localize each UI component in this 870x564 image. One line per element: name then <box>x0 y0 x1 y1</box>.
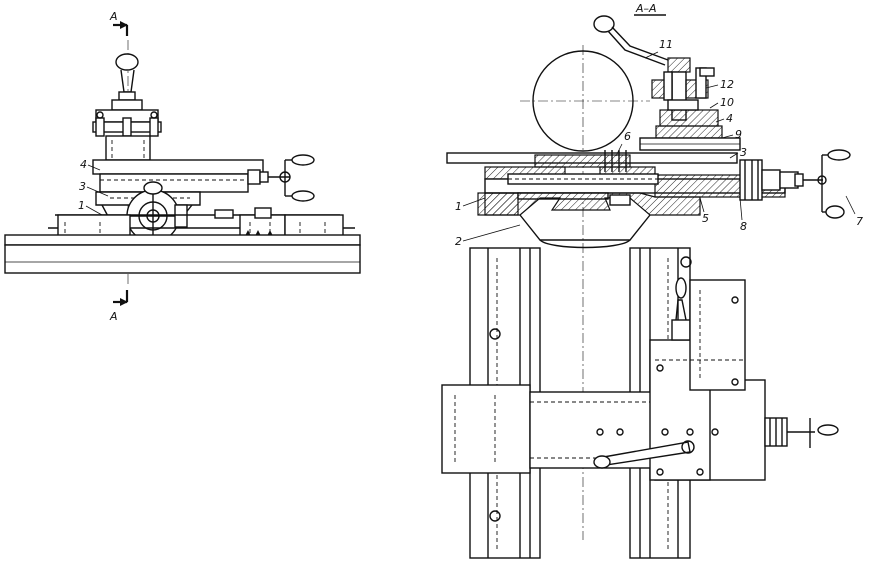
callout-1-left: 1 <box>78 199 85 212</box>
front-view: A A <box>4 10 361 323</box>
section-title: A–A <box>635 2 657 15</box>
section-letter-bottom: A <box>109 310 118 323</box>
section-arrow-top: A <box>109 10 129 36</box>
callout-7: 7 <box>856 215 863 228</box>
tool-post-section <box>639 57 741 151</box>
callout-9: 9 <box>735 128 742 141</box>
callout-8: 8 <box>740 220 747 233</box>
left-callouts: 4 3 1 <box>78 158 109 216</box>
top-slide <box>92 154 315 202</box>
callout-5: 5 <box>702 212 709 225</box>
callout-3-left: 3 <box>79 180 86 193</box>
clamp-handle <box>593 15 669 66</box>
section-letter-top: A <box>109 10 118 23</box>
callout-6: 6 <box>624 130 631 143</box>
section-arrow-bottom: A <box>109 290 129 323</box>
carriage-plan-view <box>441 277 839 481</box>
section-view: A–A <box>441 2 863 559</box>
callout-11: 11 <box>659 38 673 51</box>
saddle-and-bed <box>4 207 361 274</box>
callout-4-right: 4 <box>726 112 733 125</box>
callout-1-right: 1 <box>455 200 462 213</box>
callout-12: 12 <box>720 78 734 91</box>
tool-post-handle <box>92 53 162 161</box>
callout-10: 10 <box>720 96 734 109</box>
right-callouts: 11 12 10 4 9 3 6 1 2 5 8 7 <box>455 38 863 248</box>
callout-3-right: 3 <box>740 146 747 159</box>
saddle-section <box>484 192 701 249</box>
callout-4-left: 4 <box>80 158 87 171</box>
callout-2-right: 2 <box>455 235 462 248</box>
